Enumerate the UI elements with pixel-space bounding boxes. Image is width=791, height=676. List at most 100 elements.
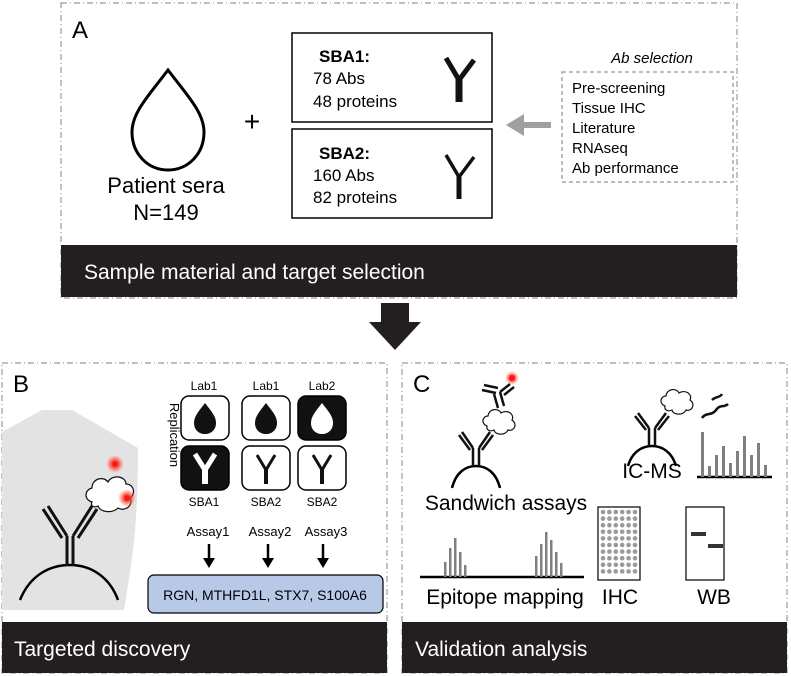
panel-a-border	[60, 2, 738, 299]
lab-label: Lab2	[309, 379, 336, 393]
ihc-tissue-spot	[632, 516, 638, 521]
ihc-tissue-spot	[632, 569, 638, 574]
sample-drop-icon	[194, 403, 216, 434]
ihc-tissue-spot	[607, 529, 612, 535]
panel-c-footer: Validation analysis	[415, 638, 587, 661]
ab-selection-item: RNAseq	[572, 140, 628, 157]
ihc-tissue-spot	[632, 509, 638, 515]
sba2-abs: 160 Abs	[313, 166, 374, 185]
ihc-tissue-spot	[626, 562, 631, 568]
ihc-tissue-spot	[613, 562, 619, 568]
assay-arrow-icon	[317, 544, 329, 568]
ihc-tissue-spot	[626, 529, 631, 535]
ihc-tissue-spot	[613, 549, 619, 554]
peptide-fragments-icon	[700, 393, 729, 419]
western-blot-icon	[685, 506, 725, 581]
patient-n-label: N=149	[133, 200, 198, 225]
ihc-tissue-spot	[619, 536, 625, 541]
sample-drop-icon	[255, 403, 277, 434]
sandwich-assay-icon	[450, 371, 519, 489]
panel-b-letter: B	[13, 371, 29, 398]
sba-antibody-icon	[311, 454, 333, 484]
ihc-tissue-spot	[619, 542, 625, 548]
ihc-tissue-spot	[632, 536, 638, 541]
plus-sign: +	[244, 106, 260, 137]
panel-c-letter: C	[413, 371, 430, 398]
ihc-tissue-spot	[619, 555, 625, 561]
capture-antibody-icon	[41, 505, 99, 566]
signal-dot-core	[124, 495, 130, 501]
ihc-tissue-spot	[613, 529, 619, 535]
ihc-tissue-spot	[600, 509, 606, 515]
selection-arrow-icon	[506, 114, 551, 136]
ihc-tissue-spot	[600, 562, 606, 568]
sba2-title: SBA2:	[319, 144, 370, 163]
panel-b: Replication Lab1 Lab1 Lab2 SBA1 SBA2	[1, 362, 388, 674]
sba-antibody-icon	[255, 454, 277, 484]
ab-selection-item: Literature	[572, 120, 635, 137]
ihc-tissue-spot	[607, 516, 612, 521]
sba2-antibody-icon	[444, 154, 476, 199]
panel-a: A Patient sera N=149 + SBA1: 78 Abs 48 p…	[60, 2, 738, 299]
ihc-tissue-spot	[607, 509, 612, 515]
ic-ms-icon	[626, 389, 694, 467]
panel-a-letter: A	[72, 17, 88, 44]
ihc-tissue-spot	[613, 516, 619, 521]
assay-arrow-icon	[203, 544, 215, 568]
ihc-tissue-spot	[613, 522, 619, 528]
ihc-tissue-spot	[613, 509, 619, 515]
sandwich-assays-label: Sandwich assays	[425, 492, 587, 515]
ihc-tissue-spot	[607, 555, 612, 561]
panel-c: C Sandwich assays IC-MS	[401, 362, 788, 674]
ihc-tissue-spot	[619, 562, 625, 568]
sba1-proteins: 48 proteins	[313, 92, 397, 111]
ab-selection-title: Ab selection	[610, 50, 693, 67]
ab-selection-box	[561, 71, 734, 183]
bead-icon	[18, 563, 120, 601]
ihc-tissue-spot	[600, 542, 606, 548]
ab-selection-list: Pre-screening Tissue IHC Literature RNAs…	[572, 80, 679, 177]
patient-sera-label: Patient sera	[107, 173, 225, 198]
ihc-tissue-spot	[632, 549, 638, 554]
ihc-tissue-spot	[613, 555, 619, 561]
ihc-tissue-spot	[619, 509, 625, 515]
ihc-tissue-spot	[632, 542, 638, 548]
wb-label: WB	[697, 586, 731, 609]
ihc-tissue-spot	[619, 549, 625, 554]
flow-down-arrow-icon	[369, 303, 421, 350]
ms-spectrum-icon	[697, 432, 772, 479]
sba1-title: SBA1:	[319, 47, 370, 66]
ihc-tissue-spot	[607, 542, 612, 548]
ihc-tissue-spot	[632, 522, 638, 528]
sba-label: SBA2	[307, 495, 338, 509]
ihc-tissue-spot	[600, 529, 606, 535]
candidate-proteins: RGN, MTHFD1L, STX7, S100A6	[163, 587, 367, 603]
sba2-proteins: 82 proteins	[313, 188, 397, 207]
ihc-tissue-spot	[607, 562, 612, 568]
panel-a-footer: Sample material and target selection	[84, 261, 425, 284]
ab-selection-item: Tissue IHC	[572, 100, 646, 117]
ihc-tissue-spot	[600, 569, 606, 574]
ihc-tissue-spot	[619, 569, 625, 574]
assay-arrow-icon	[262, 544, 274, 568]
signal-dot-core	[112, 461, 118, 467]
candidate-result-box	[147, 574, 384, 614]
ihc-tissue-spot	[626, 555, 631, 561]
ihc-tissue-spot	[607, 549, 612, 554]
ihc-tissue-spot	[613, 542, 619, 548]
ihc-tissue-spot	[600, 549, 606, 554]
sba-antibody-icon	[192, 452, 218, 484]
ab-selection-item: Pre-screening	[572, 80, 665, 97]
serum-drop-icon	[130, 67, 206, 172]
ihc-tissue-spot	[600, 522, 606, 528]
lab-label: Lab1	[253, 379, 280, 393]
ihc-tissue-spot	[619, 516, 625, 521]
ihc-tissue-spot	[632, 555, 638, 561]
ic-ms-label: IC-MS	[622, 460, 682, 483]
detection-cone	[2, 410, 138, 610]
epitope-mapping-label: Epitope mapping	[426, 586, 584, 609]
ihc-tissue-spot	[607, 569, 612, 574]
panel-b-footer-band	[2, 622, 387, 673]
sample-drop-icon	[311, 403, 333, 434]
